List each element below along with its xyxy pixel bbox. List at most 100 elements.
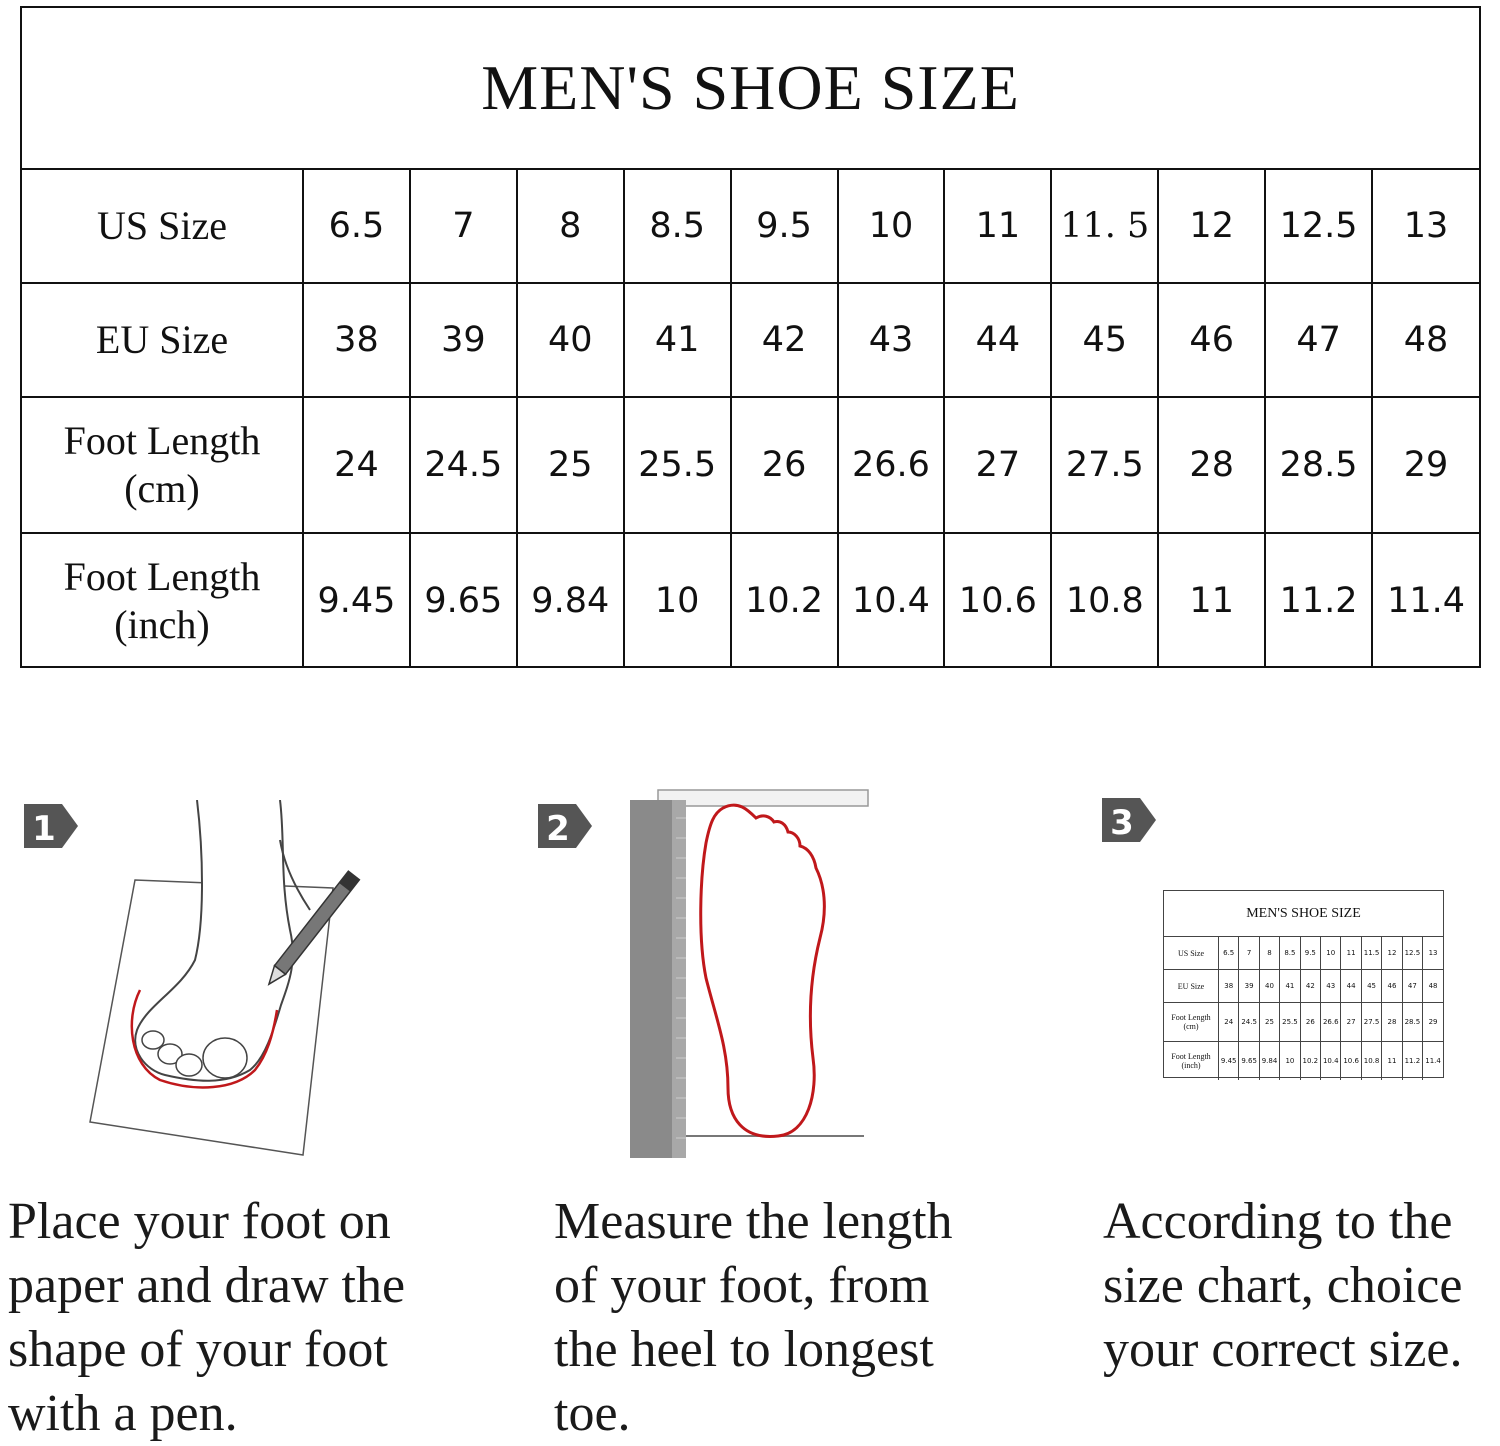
cell: 12	[1157, 170, 1267, 284]
cell: 48	[1371, 282, 1479, 398]
mini-cell: 11.2	[1401, 1041, 1424, 1080]
step-2-text: Measure the length of your foot, from th…	[554, 1193, 953, 1442]
cell: 41	[622, 282, 732, 398]
cell: 28.5	[1264, 396, 1374, 534]
cell: 11.2	[1264, 532, 1374, 668]
mini-cell: 44	[1340, 969, 1362, 1003]
mini-size-chart: MEN'S SHOE SIZE US Size 6.5 7 8 8.5 9.5 …	[1163, 890, 1444, 1080]
mini-cell: 8	[1258, 937, 1281, 970]
cell: 10.6	[943, 532, 1053, 668]
mini-cell: 26.6	[1320, 1002, 1342, 1042]
mini-chart-title: MEN'S SHOE SIZE	[1164, 891, 1443, 937]
mini-cell: 11	[1340, 937, 1362, 970]
foot-measure-illustration	[630, 789, 869, 1158]
mini-cell: 9.45	[1217, 1041, 1240, 1080]
mini-cell: 48	[1422, 969, 1443, 1003]
mini-size-table: US Size 6.5 7 8 8.5 9.5 10 11 11.5 12 12…	[1164, 937, 1443, 1080]
mini-row-label: Foot Length(cm)	[1164, 1002, 1219, 1042]
mini-cell: 47	[1401, 969, 1424, 1003]
row-label: EU Size	[22, 282, 304, 398]
cell: 11	[943, 170, 1053, 284]
cell: 45	[1050, 282, 1160, 398]
mini-row-label: Foot Length(inch)	[1164, 1041, 1219, 1080]
cell: 10.2	[729, 532, 839, 668]
step-3-text: According to the size chart, choice your…	[1103, 1193, 1463, 1378]
mini-cell: 10.2	[1299, 1041, 1322, 1080]
cell: 8.5	[622, 170, 732, 284]
row-label: Foot Length(cm)	[22, 396, 304, 534]
cell: 25.5	[622, 396, 732, 534]
cell: 40	[515, 282, 625, 398]
mini-cell: 9.5	[1299, 937, 1322, 970]
step-2-badge: 2	[538, 804, 592, 849]
mini-cell: 12	[1381, 937, 1403, 970]
cell: 12.5	[1264, 170, 1374, 284]
pen-icon	[267, 870, 361, 986]
mini-cell: 24	[1217, 1002, 1240, 1042]
cell: 11	[1157, 532, 1267, 668]
mini-cell: 11	[1381, 1041, 1403, 1080]
cell: 13	[1371, 170, 1479, 284]
traced-outline	[130, 989, 279, 1089]
row-label: US Size	[22, 170, 304, 284]
cell: 11.4	[1371, 532, 1479, 668]
mini-cell: 41	[1279, 969, 1301, 1003]
mini-cell: 10.8	[1360, 1041, 1383, 1080]
mini-cell: 39	[1238, 969, 1260, 1003]
mini-cell: 11.4	[1422, 1041, 1443, 1080]
cell: 24	[302, 396, 411, 534]
cell: 9.65	[408, 532, 518, 668]
size-chart: MEN'S SHOE SIZE US Size 6.5 7 8 8.5 9.5 …	[20, 6, 1481, 668]
cell: 39	[408, 282, 518, 398]
cell: 42	[729, 282, 839, 398]
cell: 47	[1264, 282, 1374, 398]
cell: 38	[302, 282, 411, 398]
row-us-size: US Size 6.5 7 8 8.5 9.5 10 11 11. 5 12 1…	[22, 170, 1479, 284]
step-number: 2	[546, 809, 570, 849]
step-1-text: Place your foot on paper and draw the sh…	[8, 1193, 406, 1442]
cell: 29	[1371, 396, 1479, 534]
step-3-badge: 3	[1102, 798, 1156, 843]
cell: 9.45	[302, 532, 411, 668]
foot-outline	[134, 800, 294, 1082]
mini-cell: 11.5	[1360, 937, 1383, 970]
cell: 9.84	[515, 532, 625, 668]
cell: 27.5	[1050, 396, 1160, 534]
ruler-ticks	[676, 817, 686, 1139]
mini-cell: 10	[1279, 1041, 1301, 1080]
mini-cell: 10.6	[1340, 1041, 1362, 1080]
row-label: Foot Length(inch)	[22, 532, 304, 668]
mini-cell: 43	[1320, 969, 1342, 1003]
mini-cell: 27	[1340, 1002, 1362, 1042]
cell: 44	[943, 282, 1053, 398]
mini-cell: 12.5	[1401, 937, 1424, 970]
cell: 7	[408, 170, 518, 284]
cell: 24.5	[408, 396, 518, 534]
size-table: US Size 6.5 7 8 8.5 9.5 10 11 11. 5 12 1…	[22, 170, 1479, 668]
cell: 6.5	[302, 170, 411, 284]
mini-cell: 28	[1381, 1002, 1403, 1042]
mini-cell: 9.84	[1258, 1041, 1281, 1080]
mini-row-label: US Size	[1164, 937, 1219, 970]
cell: 10.8	[1050, 532, 1160, 668]
mini-cell: 25	[1258, 1002, 1281, 1042]
mini-cell: 38	[1217, 969, 1240, 1003]
mini-cell: 10	[1320, 937, 1342, 970]
mini-cell: 27.5	[1360, 1002, 1383, 1042]
row-foot-length-cm: Foot Length(cm) 24 24.5 25 25.5 26 26.6 …	[22, 396, 1479, 534]
mini-cell: 6.5	[1217, 937, 1240, 970]
mini-cell: 25.5	[1279, 1002, 1301, 1042]
mini-cell: 45	[1360, 969, 1383, 1003]
cell: 25	[515, 396, 625, 534]
row-foot-length-inch: Foot Length(inch) 9.45 9.65 9.84 10 10.2…	[22, 532, 1479, 668]
top-bar	[657, 789, 869, 807]
mini-row-us-size: US Size 6.5 7 8 8.5 9.5 10 11 11.5 12 12…	[1164, 937, 1443, 970]
cell: 10	[622, 532, 732, 668]
mini-cell: 7	[1238, 937, 1260, 970]
cell: 28	[1157, 396, 1267, 534]
mini-cell: 28.5	[1401, 1002, 1424, 1042]
mini-row-foot-length-inch: Foot Length(inch) 9.45 9.65 9.84 10 10.2…	[1164, 1041, 1443, 1080]
step-number: 3	[1110, 803, 1134, 843]
cell: 10	[836, 170, 946, 284]
foot-on-paper-illustration	[89, 800, 361, 1156]
